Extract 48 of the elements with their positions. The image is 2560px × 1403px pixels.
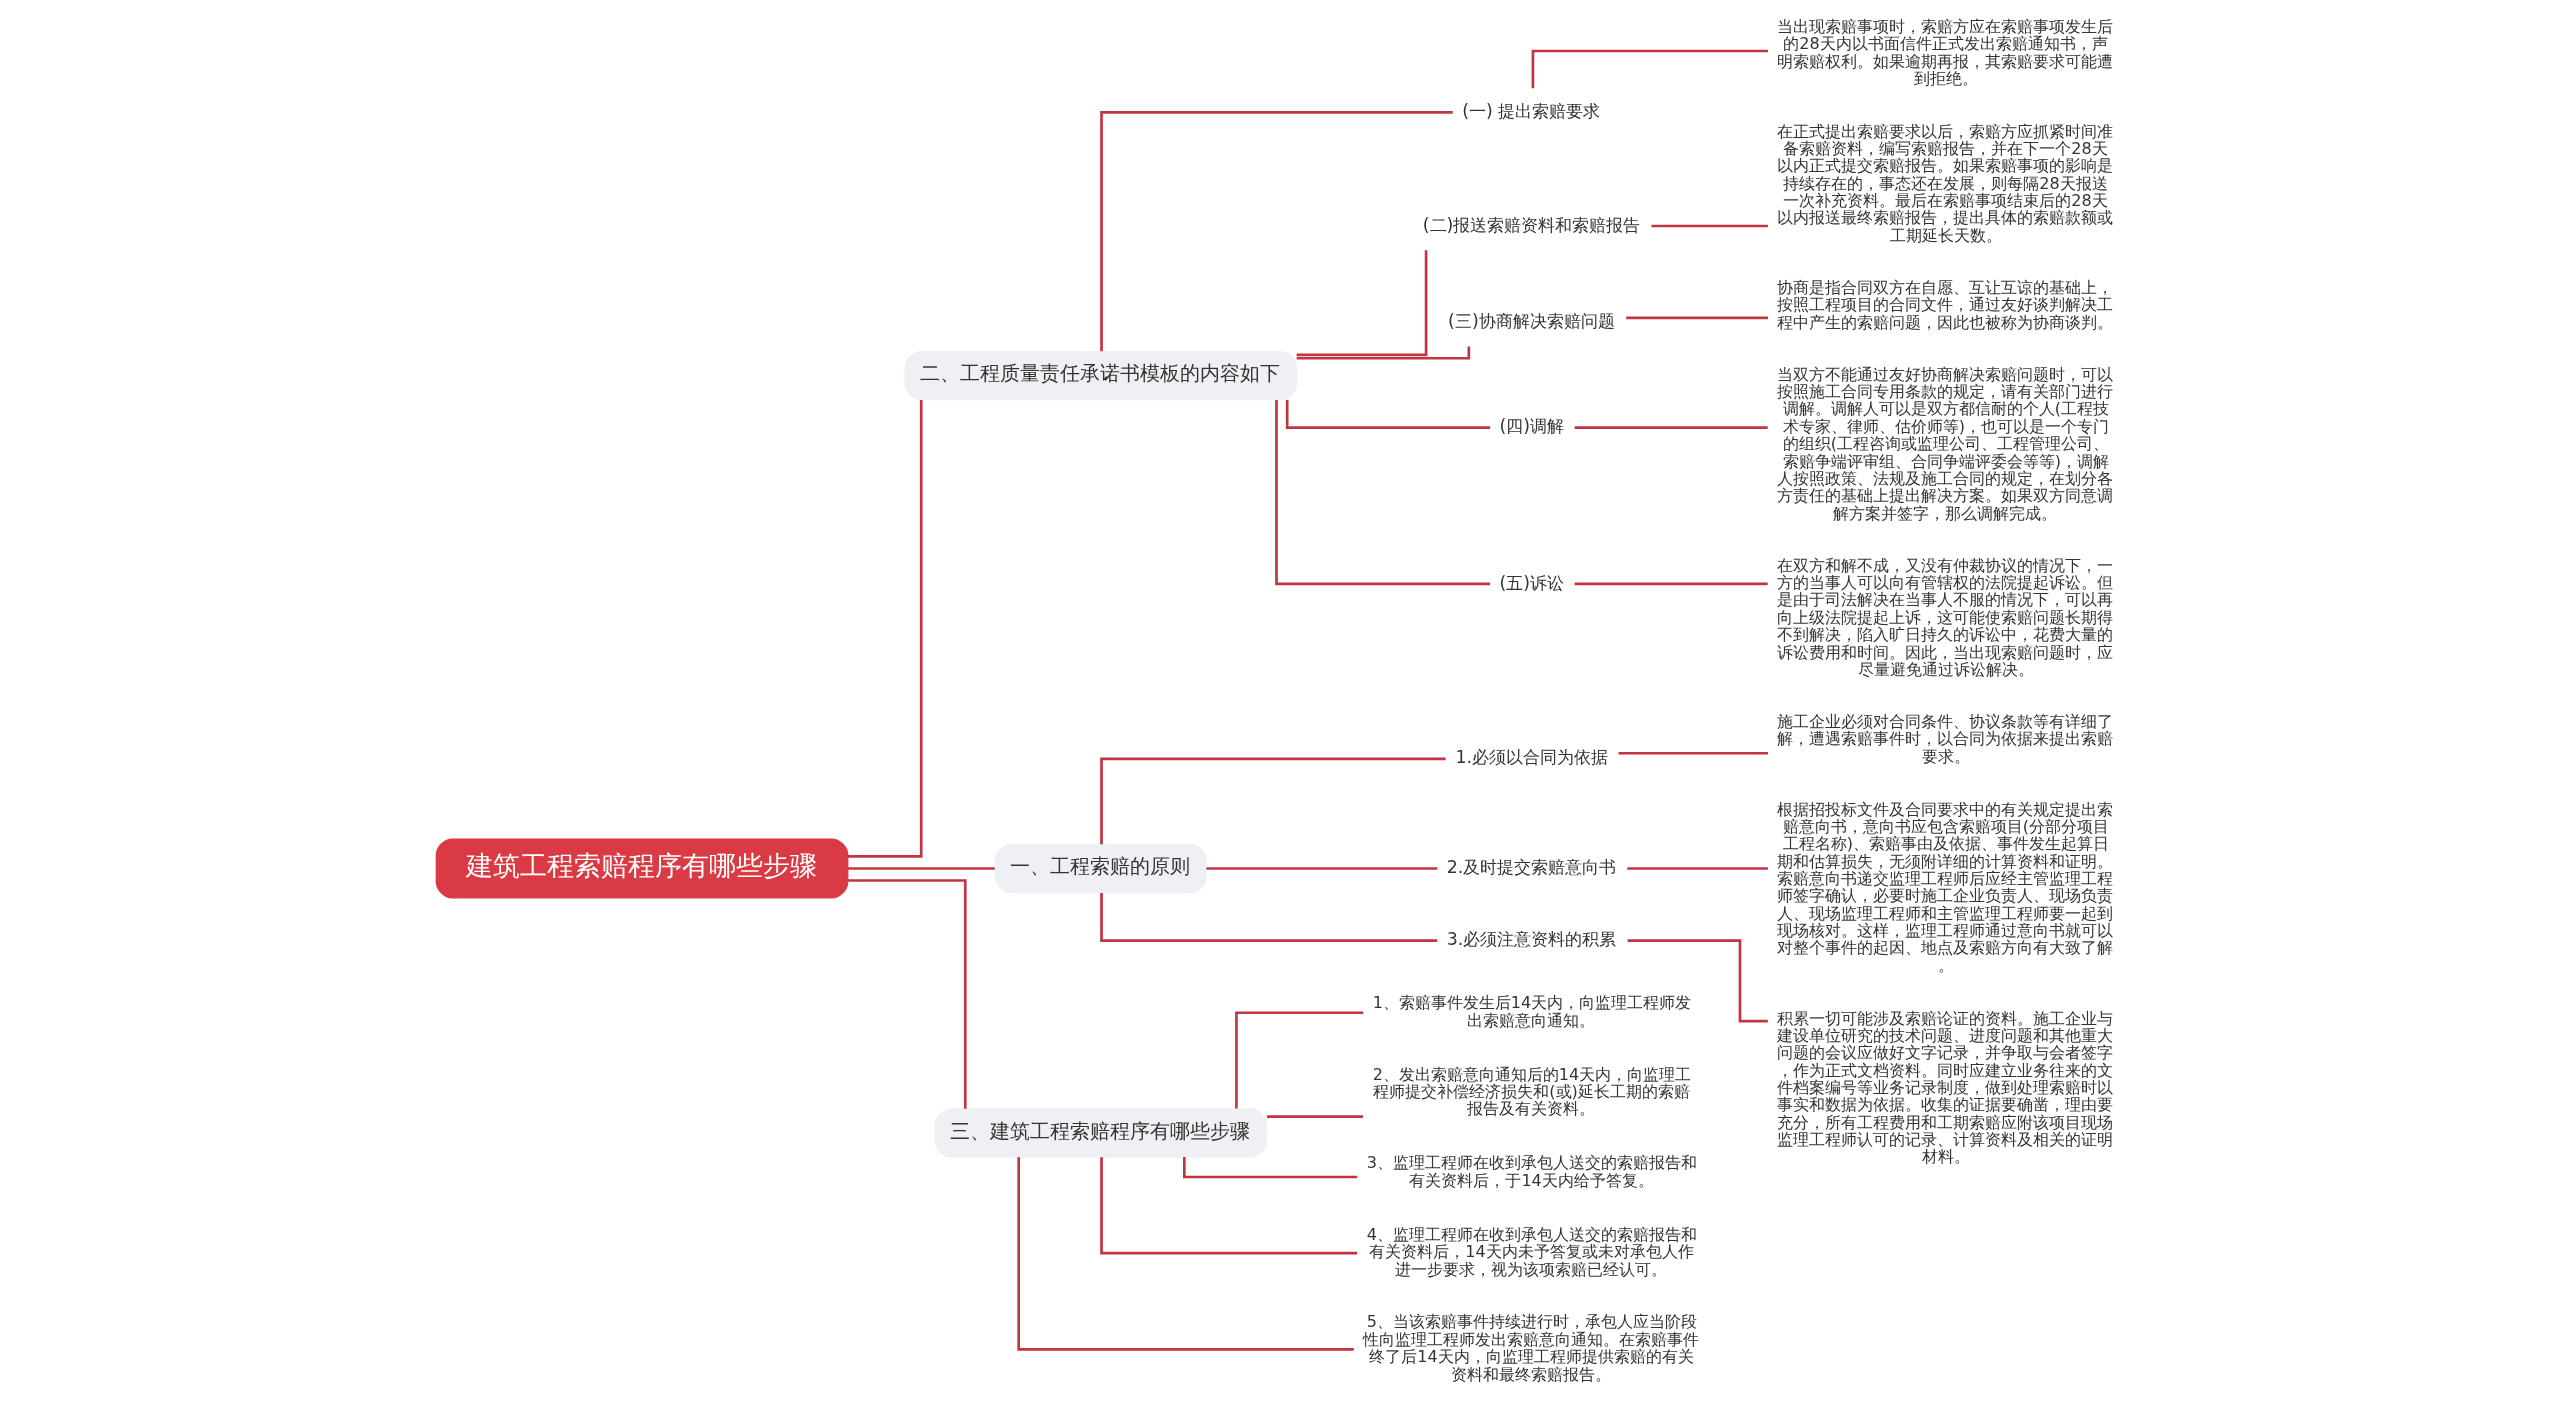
node-text: 在双方和解不成，又没有仲裁协议的情况下，一方的当事人可以向有管辖权的法院提起诉讼。但是由于司法解决在当事人不服的情况下，可以再向上级法院提起上诉，这可能使索赔问题长期得不到解决，陷入旷日持久的诉讼中，花费大量的诉讼费用和时间。因此，当出现索赔问题时，应尽量避免通过诉讼解决。 <box>1776 555 2113 679</box>
connector <box>1099 757 1446 845</box>
node-box: 二、工程质量责任承诺书模板的内容如下 <box>904 350 1297 401</box>
node-text: 1.必须以合同为依据 <box>1454 747 1608 768</box>
node-text: 在正式提出索赔要求以后，索赔方应抓紧时间准备索赔资料，编写索赔报告，并在下一个28天以内正式提交索赔报告。如果索赔事项的影响是持续存在的，事态还在发展，则每隔28天报送一次补充资料。最后在索赔事项结束后的28天以内报送最终索赔报告，提出具体的索赔款额或工期延长天数。 <box>1776 121 2113 245</box>
connector <box>1285 399 1490 429</box>
connector <box>1234 1011 1363 1109</box>
connector <box>1182 1157 1357 1179</box>
connector <box>847 400 923 858</box>
node-text: 3、监理工程师在收到承包人送交的索赔报告和有关资料后，于14天内给予答复。 <box>1366 1153 1697 1190</box>
node-text: (三)协商解决索赔问题 <box>1447 310 1615 331</box>
node-text: 施工企业必须对合同条件、协议条款等有详细了解，遭遇索赔事件时，以合同为依据来提出索赔要求。 <box>1776 712 2113 766</box>
node-text: 当出现索赔事项时，索赔方应在索赔事项发生后的28天内以书面信件正式发出索赔通知书，声明索赔权利。如果逾期再报，其索赔要求可能遭到拒绝。 <box>1776 16 2113 88</box>
connector <box>1626 867 1768 870</box>
node-box: 建筑工程索赔程序有哪些步骤 <box>435 838 848 899</box>
node-text: 当双方不能通过友好协商解决索赔问题时，可以按照施工合同专用条款的规定，请有关部门进行调解。调解人可以是双方都信耐的个人(工程技术专家、律师、估价师等)，也可以是一个专门的组织(工程咨询或监理公司、工程管理公司、索赔争端评审组、合同争端评委会等等)，调解人按照政策、法规及施工合同的规定，在划分各方责任的基础上提出解决方案。如果双方同意调解方案并签字，那么调解完成。 <box>1776 364 2113 523</box>
node-text: (一) 提出索赔要求 <box>1461 101 1600 121</box>
connector <box>1625 316 1768 320</box>
connector <box>1099 892 1437 942</box>
node-text: (五)诉讼 <box>1499 572 1564 593</box>
connector <box>1296 250 1427 357</box>
node-text: 2.及时提交索赔意向书 <box>1446 857 1616 877</box>
connector <box>1266 1115 1363 1118</box>
connector <box>1296 346 1470 360</box>
node-text: 4、监理工程师在收到承包人送交的索赔报告和有关资料后，14天内未予答复或未对承包人作进一步要求，视为该项索赔已经认可。 <box>1366 1224 1697 1279</box>
connector <box>1016 1157 1354 1351</box>
node-box: 三、建筑工程索赔程序有哪些步骤 <box>934 1108 1267 1158</box>
node-box: 一、工程索赔的原则 <box>994 843 1207 894</box>
node-text: 3.必须注意资料的积累 <box>1446 929 1616 950</box>
connector <box>847 879 967 1109</box>
node-text: (四)调解 <box>1499 416 1564 437</box>
node-text: 根据招投标文件及合同要求中的有关规定提出索赔意向书，意向书应包含索赔项目(分部分项目工程名称)、索赔事由及依据、事件发生起算日期和估算损失，无须附详细的计算资料和证明。索赔意向书递交监理工程师后应经主管监理工程师签字确认，必要时施工企业负责人、现场负责人、现场监理工程师和主管监理工程师要一起到现场核对。这样，监理工程师通过意向书就可以对整个事件的起因、地点及索赔方向有大致了解。 <box>1776 799 2113 975</box>
connector <box>1651 224 1768 228</box>
node-text: 5、当该索赔事件持续进行时，承包人应当阶段性向监理工程师发出索赔意向通知。在索赔事件终了后14天内，向监理工程师提供索赔的有关资料和最终索赔报告。 <box>1362 1312 1699 1384</box>
connector <box>1531 49 1768 89</box>
node-text: 2、发出索赔意向通知后的14天内，向监理工程师提交补偿经济损失和(或)延长工期的索赔报告及有关资料。 <box>1372 1064 1691 1119</box>
connector <box>847 867 995 870</box>
connector <box>1574 582 1768 586</box>
connector <box>1274 399 1490 586</box>
connector <box>1205 867 1437 870</box>
node-text: 1、索赔事件发生后14天内，向监理工程师发出索赔意向通知。 <box>1372 993 1691 1030</box>
connector <box>1618 751 1768 755</box>
connector <box>1099 1157 1357 1255</box>
connector <box>1099 111 1453 352</box>
node-text: 协商是指合同双方在自愿、互让互谅的基础上，按照工程项目的合同文件，通过友好谈判解决工程中产生的索赔问题，因此也被称为协商谈判。 <box>1776 277 2113 332</box>
connector <box>1574 426 1768 429</box>
node-text: (二)报送索赔资料和索赔报告 <box>1422 214 1640 235</box>
node-text: 积累一切可能涉及索赔论证的资料。施工企业与建设单位研究的技术问题、进度问题和其他重大问题的会议应做好文字记录，并争取与会者签字，作为正式文档资料。同时应建立业务往来的文件档案编号等业务记录制度，做到处理索赔时以事实和数据为依据。收集的证据要确凿，理由要充分，所有工程费用和工期索赔应附该项目现场监理工程师认可的记录、计算资料及相关的证明材料。 <box>1776 1008 2113 1167</box>
